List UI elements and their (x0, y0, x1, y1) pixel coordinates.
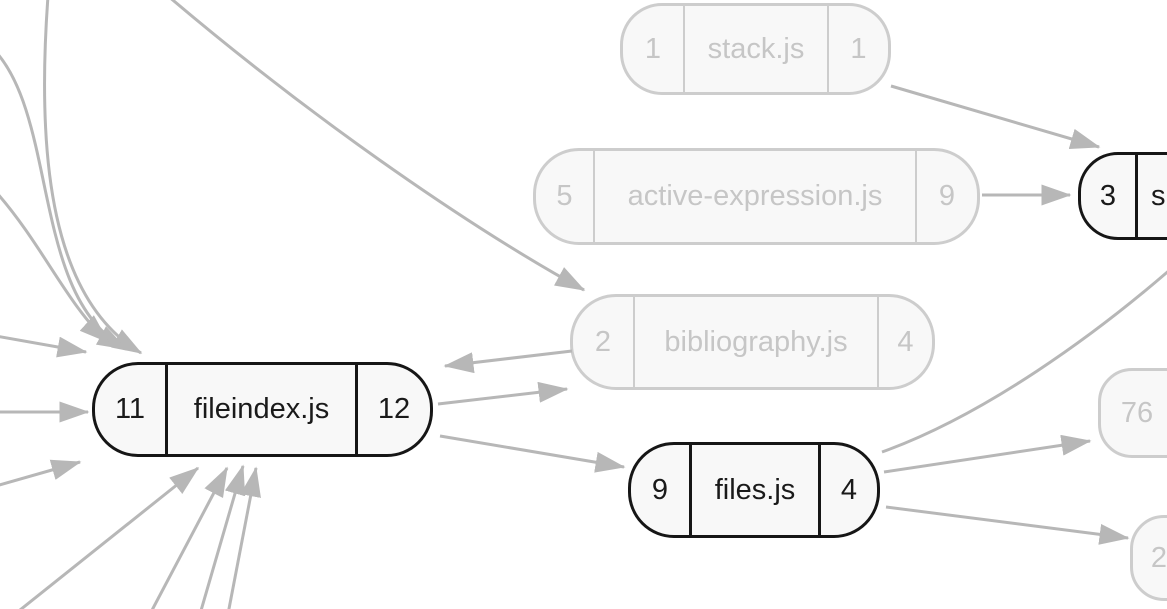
node-s-clipped[interactable]: 3 s (1078, 152, 1167, 240)
module-name: active-expression.js (593, 151, 917, 242)
edge-left5-to-fileindex (0, 459, 82, 487)
edge-left2-to-fileindex (0, 194, 110, 344)
node-76-clipped[interactable]: 76 (1098, 368, 1167, 458)
edge-left3-to-fileindex (0, 335, 88, 358)
node-2-clipped[interactable]: 2 (1130, 515, 1167, 601)
module-name: s (1135, 155, 1167, 237)
afferent-count: 3 (1099, 179, 1117, 212)
node-files-js[interactable]: 9 files.js 4 (628, 442, 880, 538)
node-fileindex-js[interactable]: 11 fileindex.js 12 (92, 362, 433, 457)
edge-stack-to-s (890, 84, 1101, 150)
edge-top-to-bibliography (170, 0, 586, 292)
edge-bottom4-to-fileindex (227, 466, 261, 609)
edge-files-to-2 (885, 505, 1130, 545)
afferent-count: 1 (644, 32, 662, 65)
edge-files-to-76 (883, 434, 1092, 474)
edge-bottom1-to-fileindex (18, 466, 200, 609)
module-name: stack.js (683, 6, 829, 92)
afferent-count: 11 (114, 393, 146, 425)
edge-fileindex-to-bibliography (437, 381, 569, 406)
edge-fileindex-to-files (439, 434, 626, 473)
efferent-count: 1 (850, 32, 867, 65)
efferent-count: 4 (840, 473, 858, 506)
afferent-count: 2 (1150, 541, 1167, 574)
afferent-count: 76 (1120, 396, 1154, 429)
afferent-count: 9 (651, 473, 669, 506)
edge-bottom3-to-fileindex (199, 464, 246, 609)
edge-left1-to-fileindex (0, 54, 128, 351)
node-active-expression-js[interactable]: 5 active-expression.js 9 (533, 148, 980, 245)
edge-top-to-fileindex (43, 0, 143, 355)
module-name: files.js (689, 445, 821, 535)
efferent-count: 9 (938, 180, 956, 212)
afferent-count: 5 (556, 180, 573, 212)
efferent-count: 4 (897, 325, 914, 358)
edge-bibliography-to-fileindex (443, 349, 573, 374)
module-name: bibliography.js (633, 297, 879, 387)
module-name: fileindex.js (165, 365, 358, 454)
node-stack-js[interactable]: 1 stack.js 1 (620, 3, 891, 95)
efferent-count: 12 (377, 393, 411, 425)
edge-bottom2-to-fileindex (150, 466, 229, 609)
afferent-count: 2 (594, 325, 612, 358)
node-bibliography-js[interactable]: 2 bibliography.js 4 (570, 294, 935, 390)
